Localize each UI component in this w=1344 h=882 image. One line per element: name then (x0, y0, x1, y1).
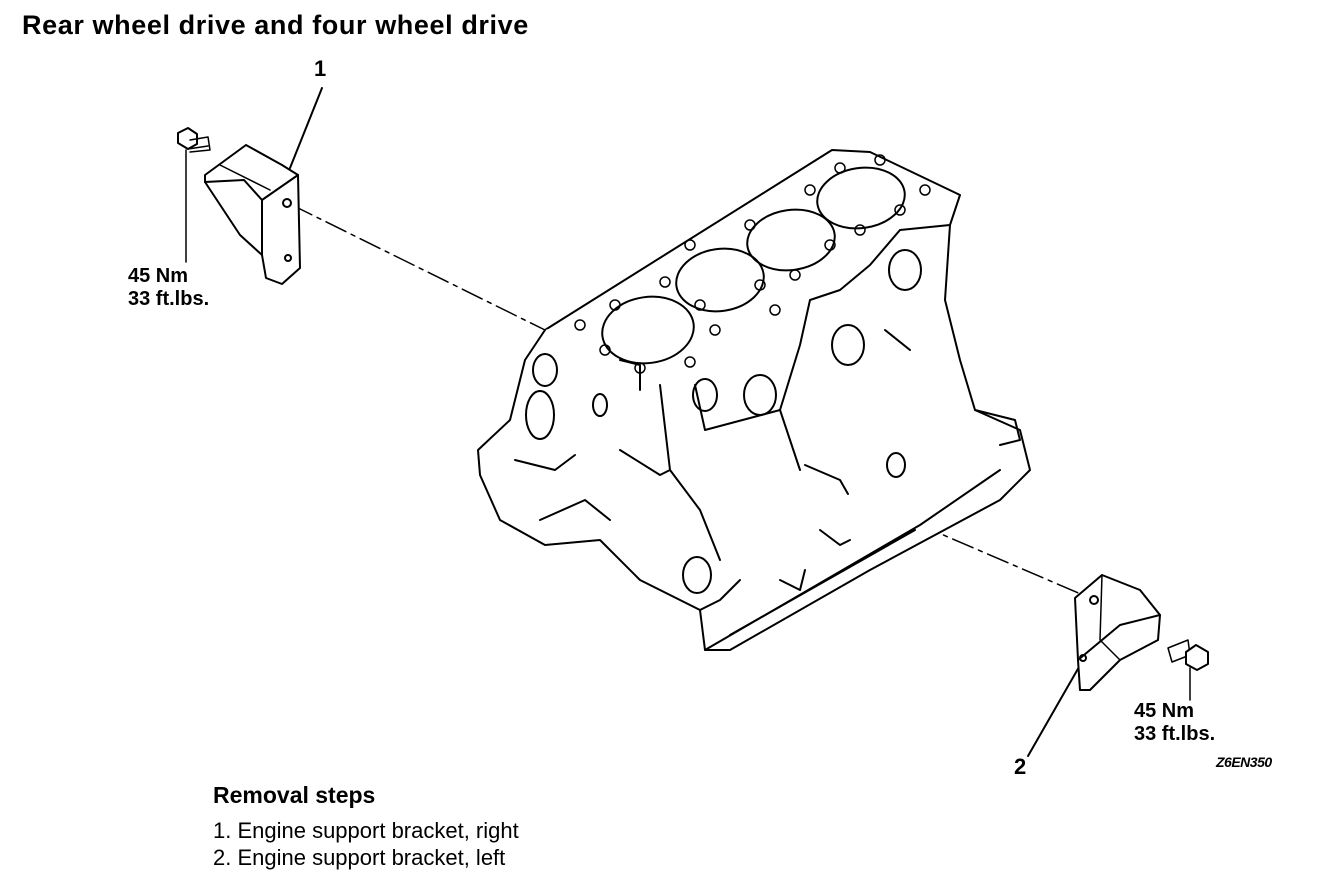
side-boss-3 (744, 375, 776, 415)
callout-item-2: 2 (1014, 754, 1027, 779)
bolt-right (178, 128, 210, 152)
cylinder-bore-2 (672, 243, 768, 317)
torque-ftlbs-right: 33 ft.lbs. (128, 288, 210, 310)
right-support-bracket (205, 145, 300, 284)
front-opening-1 (526, 391, 554, 439)
bolt-left (1168, 640, 1208, 670)
front-opening-3 (593, 394, 607, 416)
torque-nm-right: 45 Nm (128, 265, 189, 287)
leader-line-item2 (1028, 660, 1083, 756)
removal-step-1: 1. Engine support bracket, right (213, 818, 519, 843)
torque-spec-right: 45 Nm 33 ft.lbs. (128, 265, 209, 311)
removal-step-2: 2. Engine support bracket, left (213, 845, 506, 870)
leader-line-item1 (290, 88, 322, 168)
alignment-line-right-bracket (292, 205, 545, 330)
side-boss-1 (889, 250, 921, 290)
side-boss-2 (832, 325, 864, 365)
figure-code: Z6EN350 (1216, 754, 1272, 770)
cylinder-bore-1 (598, 291, 698, 369)
torque-ftlbs-left: 33 ft.lbs. (1134, 723, 1216, 745)
diagram-title: Rear wheel drive and four wheel drive (22, 10, 529, 40)
callout-item-1: 1 (314, 56, 327, 81)
left-support-bracket (1075, 575, 1160, 690)
torque-spec-left: 45 Nm 33 ft.lbs. (1134, 700, 1215, 746)
engine-block (478, 150, 1030, 650)
rear-seal-boss (683, 557, 711, 593)
removal-steps-heading: Removal steps (213, 782, 376, 808)
side-boss-4 (693, 379, 717, 411)
torque-nm-left: 45 Nm (1134, 700, 1195, 722)
front-opening-2 (533, 354, 557, 386)
